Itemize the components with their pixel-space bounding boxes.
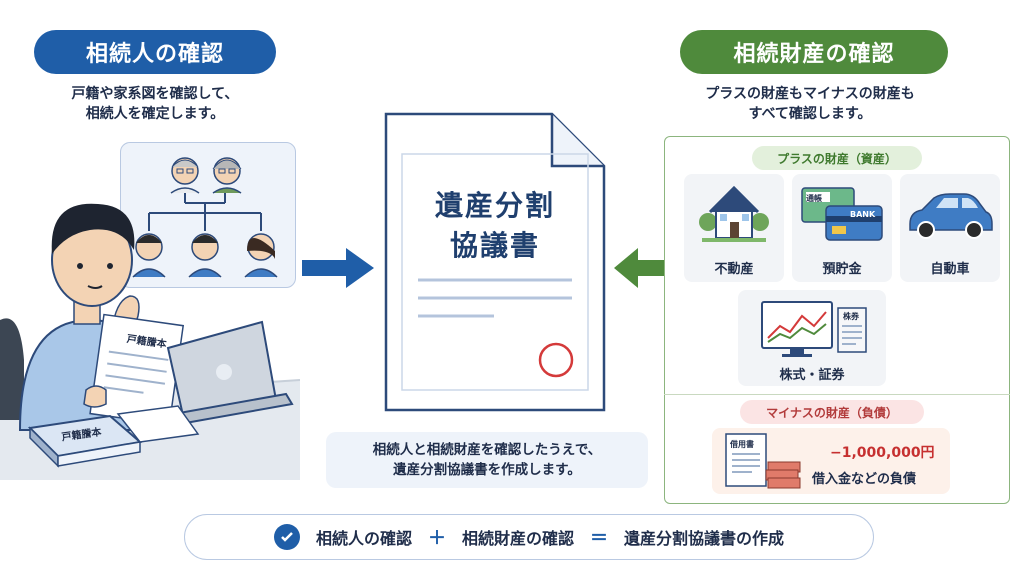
- asset-label-car: 自動車: [930, 262, 970, 277]
- note-line1: 相続人と相続財産を確認したうえで、: [372, 442, 602, 458]
- left-arrow-icon: [614, 248, 664, 288]
- estate-desc-line2: すべて確認します。: [748, 106, 872, 122]
- asset-tile-real-estate: 不動産: [684, 174, 784, 282]
- summary-formula-bar: 相続人の確認 ＋ 相続財産の確認 ＝ 遺産分割協議書の作成: [184, 514, 874, 560]
- formula-plus: ＋: [427, 528, 446, 549]
- family-tree-card: [120, 142, 296, 288]
- family-tree-illustration: [132, 157, 278, 278]
- bankbook-and-card-icon: [801, 187, 883, 241]
- process-note: 相続人と相続財産を確認したうえで、 遺産分割協議書を作成します。: [326, 432, 648, 488]
- heirs-title: 相続人の確認: [85, 42, 224, 67]
- asset-label-stocks: 株式・証券: [779, 368, 845, 383]
- heirs-description: 戸籍や家系図を確認して、 相続人を確定します。: [40, 84, 270, 124]
- stock-chart-monitor-icon: [761, 301, 867, 357]
- liability-amount: −1,000,000円: [830, 445, 935, 461]
- car-icon: [909, 193, 993, 239]
- child-2-icon: [188, 233, 222, 278]
- grandmother-icon: [212, 157, 242, 194]
- document-title: 遺産分割 協議書: [384, 186, 606, 266]
- house-icon: [699, 185, 769, 242]
- note-line2: 遺産分割協議書を作成します。: [393, 462, 581, 478]
- formula-equals: ＝: [590, 528, 608, 549]
- loan-document-label: 借用書: [730, 440, 754, 449]
- heirs-title-pill: 相続人の確認: [34, 30, 276, 74]
- asset-tile-car: 自動車: [900, 174, 1000, 282]
- liability-tile: 借用書 −1,000,000円 借入金などの負債: [712, 428, 950, 494]
- formula-heirs: 相続人の確認: [315, 529, 412, 548]
- asset-tile-stocks: 株券 株式・証券: [738, 290, 886, 386]
- assets-liabilities-divider: [664, 394, 1010, 395]
- right-arrow-icon: [302, 248, 374, 288]
- grandfather-icon: [170, 157, 200, 194]
- liability-label: 借入金などの負債: [812, 472, 917, 487]
- check-circle-icon: [273, 524, 300, 550]
- document-title-line1: 遺産分割: [434, 189, 555, 222]
- stock-certificate-label: 株券: [843, 312, 859, 321]
- passbook-label: 通帳: [806, 194, 822, 203]
- liabilities-header: マイナスの財産（負債）: [740, 400, 924, 424]
- assets-header: プラスの財産（資産）: [752, 146, 922, 170]
- estate-title-pill: 相続財産の確認: [680, 30, 948, 74]
- child-1-icon: [132, 233, 166, 278]
- heirs-desc-line1: 戸籍や家系図を確認して、: [71, 86, 239, 102]
- child-3-icon: [244, 233, 278, 278]
- formula-estate: 相続財産の確認: [461, 529, 574, 548]
- asset-tile-savings: 通帳 BANK 預貯金: [792, 174, 892, 282]
- estate-desc-line1: プラスの財産もマイナスの財産も: [705, 86, 915, 102]
- seal-stamp-icon: [538, 342, 574, 378]
- asset-label-savings: 預貯金: [822, 262, 862, 277]
- estate-description: プラスの財産もマイナスの財産も すべて確認します。: [660, 84, 960, 124]
- partition-agreement-document: [384, 112, 606, 412]
- heirs-desc-line2: 相続人を確定します。: [85, 106, 225, 122]
- loan-document-and-cash-icon: [725, 433, 801, 489]
- asset-label-real-estate: 不動産: [714, 262, 754, 277]
- man-reviewing-documents-illustration: 戸籍謄本 戸籍謄本: [0, 203, 300, 480]
- document-title-line2: 協議書: [449, 229, 540, 262]
- estate-title: 相続財産の確認: [733, 42, 895, 67]
- formula-result: 遺産分割協議書の作成: [624, 529, 785, 548]
- bank-card-label: BANK: [850, 210, 876, 219]
